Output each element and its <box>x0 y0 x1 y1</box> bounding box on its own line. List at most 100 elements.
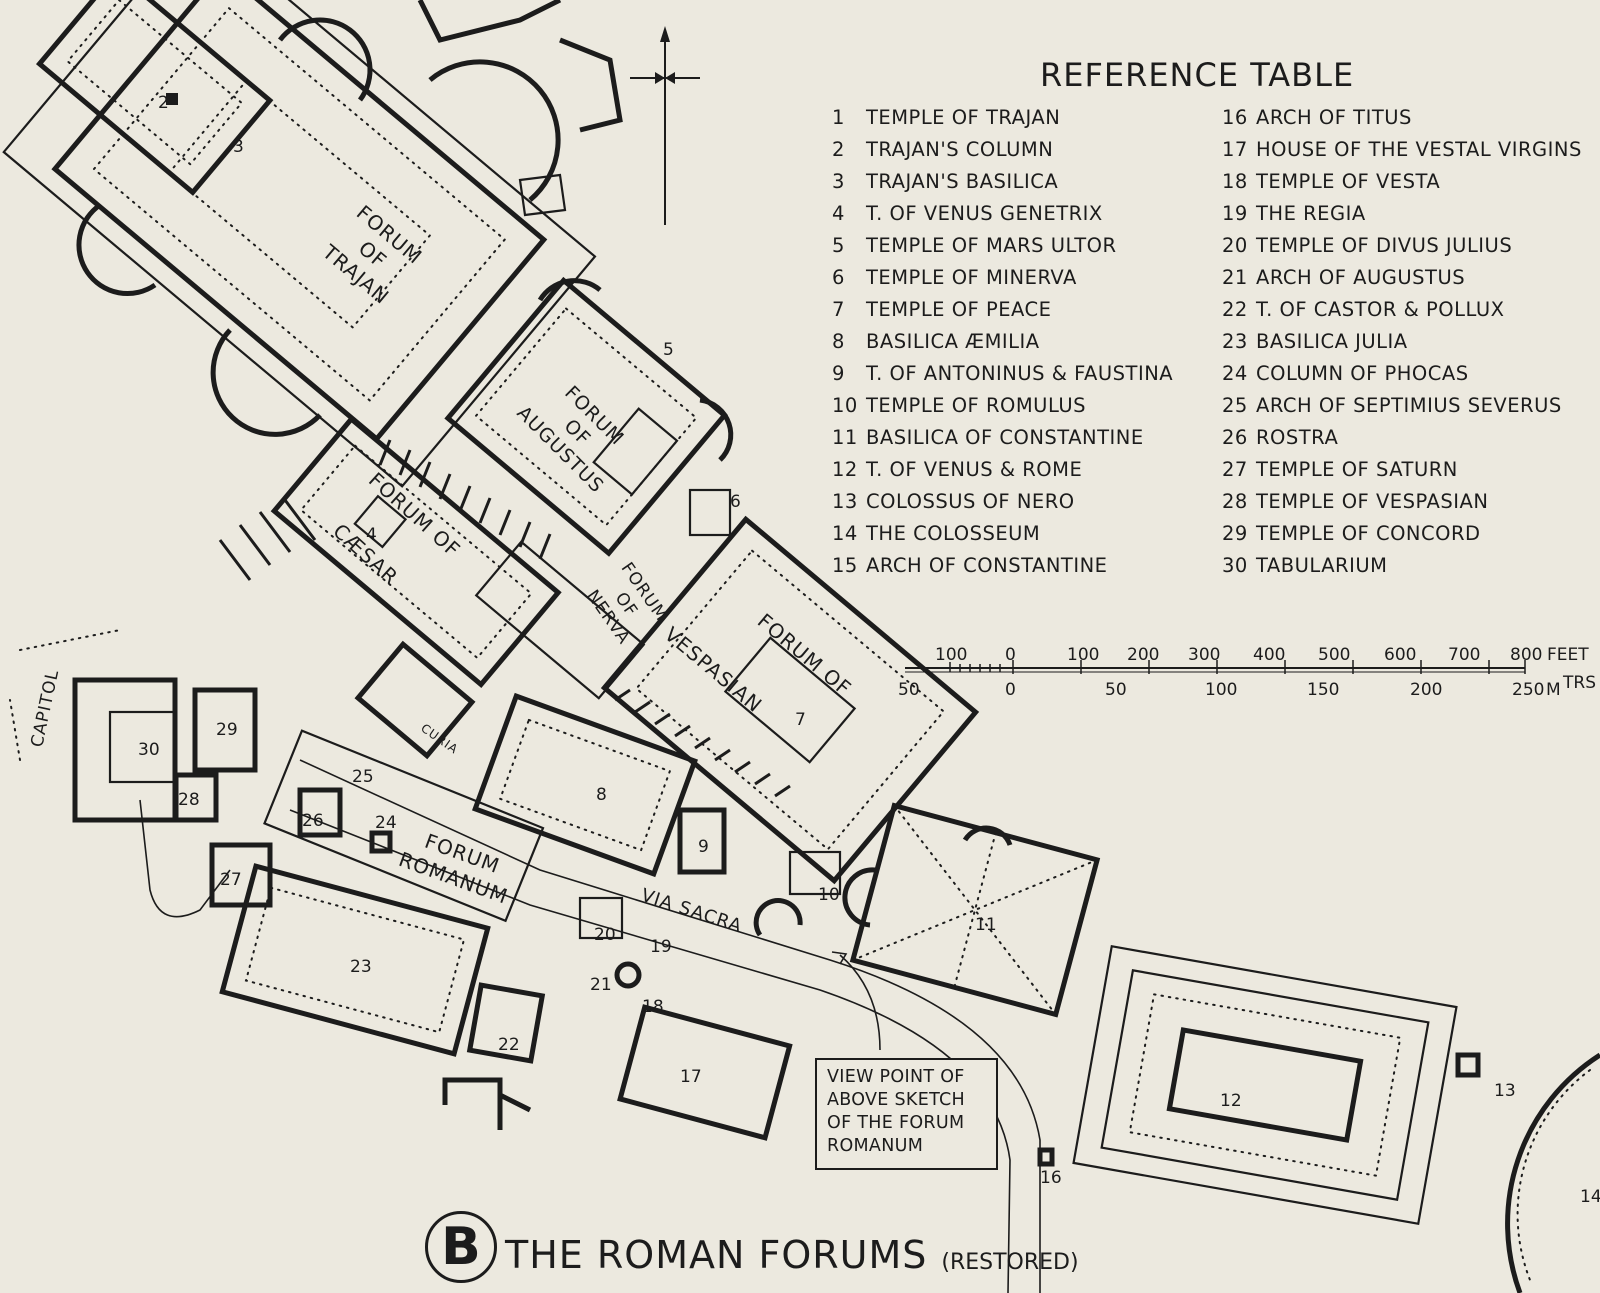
reference-number: 3 <box>832 170 845 193</box>
reference-number: 1 <box>832 106 845 129</box>
reference-name: TEMPLE OF DIVUS JULIUS <box>1256 234 1513 257</box>
reference-name: TRAJAN'S BASILICA <box>866 170 1059 193</box>
plan-number-16: 16 <box>1040 1168 1062 1188</box>
temple-venus-rome-plan <box>1072 945 1600 1293</box>
reference-row: 3 TRAJAN'S BASILICA <box>832 166 1197 198</box>
scale-bar: 100 0 100 200 300 400 500 600 700 800 FE… <box>898 645 1596 700</box>
reference-name: ARCH OF SEPTIMIUS SEVERUS <box>1256 394 1562 417</box>
reference-name: T. OF CASTOR & POLLUX <box>1256 298 1505 321</box>
plan-number-24: 24 <box>375 813 397 833</box>
reference-name: TRAJAN'S COLUMN <box>866 138 1054 161</box>
plan-number-14: 14 <box>1580 1187 1600 1207</box>
scale-feet-tick-8: 700 <box>1448 645 1480 665</box>
reference-row: 10 TEMPLE OF ROMULUS <box>832 390 1197 422</box>
plan-number-19: 19 <box>650 937 672 957</box>
reference-number: 22 <box>1222 298 1248 321</box>
markets-ruins-plan <box>417 0 623 217</box>
plan-number-12: 12 <box>1220 1091 1242 1111</box>
reference-number: 5 <box>832 234 845 257</box>
map-title-main: THE ROMAN FORUMS <box>505 1233 928 1277</box>
forum-of-caesar-plan <box>218 415 562 760</box>
reference-name: HOUSE OF THE VESTAL VIRGINS <box>1256 138 1582 161</box>
north-arrow-icon <box>630 26 700 225</box>
label-vespasian-1: FORUM OF <box>753 609 856 701</box>
reference-name: TEMPLE OF ROMULUS <box>866 394 1087 417</box>
reference-number: 18 <box>1222 170 1248 193</box>
forum-of-trajan-plan <box>2 0 597 488</box>
reference-number: 7 <box>832 298 845 321</box>
reference-number: 6 <box>832 266 845 289</box>
plan-number-17: 17 <box>680 1067 702 1087</box>
reference-number: 15 <box>832 554 858 577</box>
reference-number: 12 <box>832 458 858 481</box>
reference-name: ROSTRA <box>1256 426 1339 449</box>
reference-number: 13 <box>832 490 858 513</box>
capitol-plan <box>9 629 273 918</box>
map-title-sub: (RESTORED) <box>941 1250 1079 1275</box>
reference-number: 17 <box>1222 138 1248 161</box>
label-caesar-1: FORUM OF <box>364 468 465 563</box>
scale-feet-tick-4: 300 <box>1188 645 1220 665</box>
plan-number-28: 28 <box>178 790 200 810</box>
reference-name: COLUMN OF PHOCAS <box>1256 362 1469 385</box>
basilica-of-constantine-plan <box>842 802 1101 1018</box>
reference-number: 19 <box>1222 202 1248 225</box>
scale-m-unit-sup: TRS <box>1562 673 1596 693</box>
reference-name: TEMPLE OF MINERVA <box>866 266 1077 289</box>
reference-name: TEMPLE OF CONCORD <box>1256 522 1481 545</box>
reference-row: 20 TEMPLE OF DIVUS JULIUS <box>1222 230 1598 262</box>
reference-table-title: REFERENCE TABLE <box>1040 56 1355 94</box>
scale-m-tick-4: 150 <box>1307 680 1339 700</box>
plan-number-13: 13 <box>1494 1081 1516 1101</box>
reference-number: 11 <box>832 426 858 449</box>
reference-row: 13 COLOSSUS OF NERO <box>832 486 1197 518</box>
reference-name: ARCH OF AUGUSTUS <box>1256 266 1466 289</box>
reference-row: 29 TEMPLE OF CONCORD <box>1222 518 1598 550</box>
label-via-sacra: VIA SACRA <box>638 885 744 937</box>
viewpoint-line: ROMANUM <box>827 1136 924 1156</box>
reference-name: T. OF ANTONINUS & FAUSTINA <box>866 362 1174 385</box>
plan-number-26: 26 <box>302 811 324 831</box>
reference-number: 10 <box>832 394 858 417</box>
plan-number-21: 21 <box>590 975 612 995</box>
plan-number-5: 5 <box>663 340 674 360</box>
map-title: B THE ROMAN FORUMS (RESTORED) <box>425 1205 1079 1283</box>
reference-name: TABULARIUM <box>1256 554 1388 577</box>
scale-feet-tick-9: 800 <box>1510 645 1542 665</box>
reference-name: BASILICA ÆMILIA <box>866 330 1040 353</box>
reference-row: 17 HOUSE OF THE VESTAL VIRGINS <box>1222 134 1598 166</box>
plan-number-3: 3 <box>233 137 244 157</box>
plan-number-27: 27 <box>220 870 242 890</box>
scale-feet-unit: FEET <box>1547 645 1589 665</box>
reference-number: 4 <box>832 202 845 225</box>
plan-number-4: 4 <box>366 525 377 545</box>
reference-number: 14 <box>832 522 858 545</box>
reference-number: 29 <box>1222 522 1248 545</box>
reference-name: T. OF VENUS & ROME <box>866 458 1083 481</box>
scale-feet-tick-6: 500 <box>1318 645 1350 665</box>
reference-name: BASILICA JULIA <box>1256 330 1408 353</box>
reference-name: TEMPLE OF SATURN <box>1256 458 1458 481</box>
plan-numbers: 2 3 4 5 6 7 8 9 10 11 12 13 14 16 17 18 … <box>138 93 1600 1207</box>
viewpoint-line: ABOVE SKETCH <box>827 1090 966 1110</box>
plan-number-23: 23 <box>350 957 372 977</box>
plan-number-25: 25 <box>352 767 374 787</box>
map-letter-badge: B <box>425 1211 497 1283</box>
reference-number: 20 <box>1222 234 1248 257</box>
scale-m-tick-3: 100 <box>1205 680 1237 700</box>
reference-number: 28 <box>1222 490 1248 513</box>
reference-number: 30 <box>1222 554 1248 577</box>
reference-name: COLOSSUS OF NERO <box>866 490 1075 513</box>
scale-feet-tick-2: 100 <box>1067 645 1099 665</box>
